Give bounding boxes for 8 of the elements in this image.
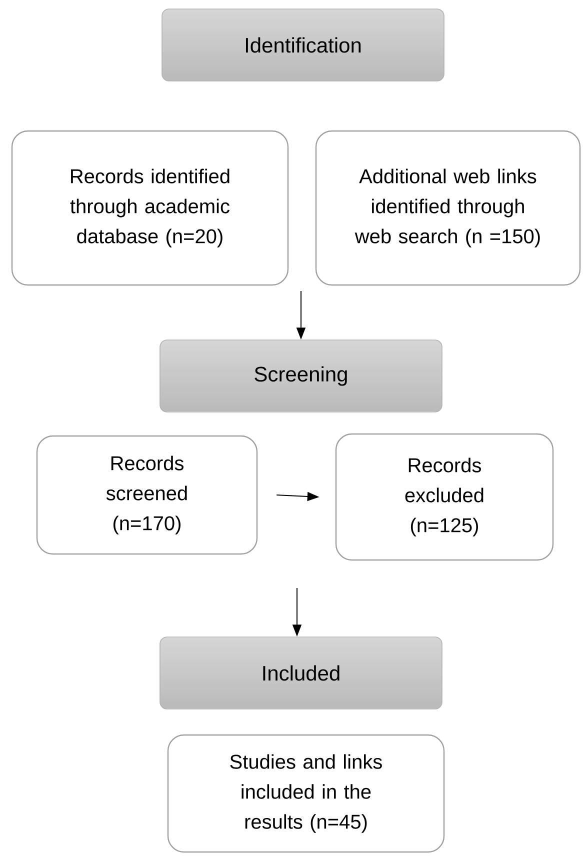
process-box: Records identified through academic database (n=20) [11, 130, 289, 286]
stage-box: Identification [162, 8, 444, 82]
process-box: Records screened (n=170) [36, 435, 258, 555]
stage-box: Screening [160, 340, 442, 412]
process-box: Records excluded (n=125) [335, 433, 554, 561]
process-box: Studies and links included in the results (n=45) [167, 734, 445, 853]
process-box: Additional web links identified through web search (n =150) [315, 130, 581, 286]
stage-box: Included [160, 636, 442, 710]
